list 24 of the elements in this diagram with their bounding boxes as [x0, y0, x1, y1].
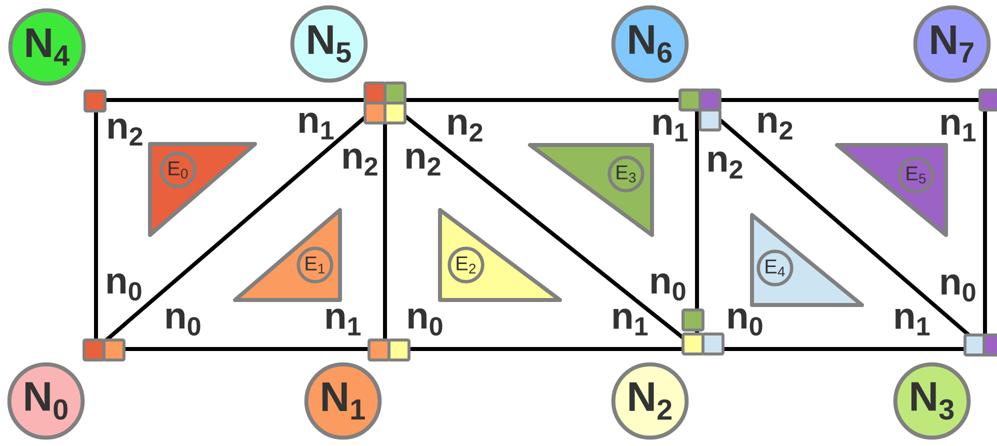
local-node-label: n$_{0}$ [166, 308, 200, 336]
element-triangle: E$_{4}$ [750, 213, 864, 307]
local-node-label: n$_{2}$ [343, 148, 378, 176]
local-node-label: n$_{1}$ [653, 114, 688, 142]
local-node-label: n$_{2}$ [108, 118, 142, 146]
local-node-label: n$_{0}$ [651, 273, 686, 301]
element-triangle: E$_{2}$ [438, 208, 562, 302]
local-node-label: n$_{1}$ [613, 308, 648, 336]
local-node-label: n$_{0}$ [941, 274, 976, 302]
local-node-label: n$_{2}$ [758, 112, 792, 140]
local-node-label: n$_{0}$ [728, 308, 762, 336]
element-triangle: E$_{5}$ [835, 143, 948, 237]
local-node-label: n$_{2}$ [448, 114, 482, 142]
local-node-label: n$_{0}$ [408, 308, 442, 336]
element-triangle: E$_{1}$ [233, 208, 342, 302]
element-triangle: E$_{0}$ [148, 142, 257, 237]
local-node-label: n$_{2}$ [406, 148, 440, 176]
local-node-label: n$_{2}$ [708, 152, 742, 178]
local-node-label: n$_{0}$ [107, 273, 142, 301]
local-node-label: n$_{1}$ [326, 308, 361, 336]
local-node-label: n$_{1}$ [299, 112, 334, 140]
local-node-label: n$_{1}$ [941, 114, 976, 142]
local-node-label: n$_{1}$ [895, 308, 930, 336]
element-triangle: E$_{3}$ [528, 143, 654, 237]
